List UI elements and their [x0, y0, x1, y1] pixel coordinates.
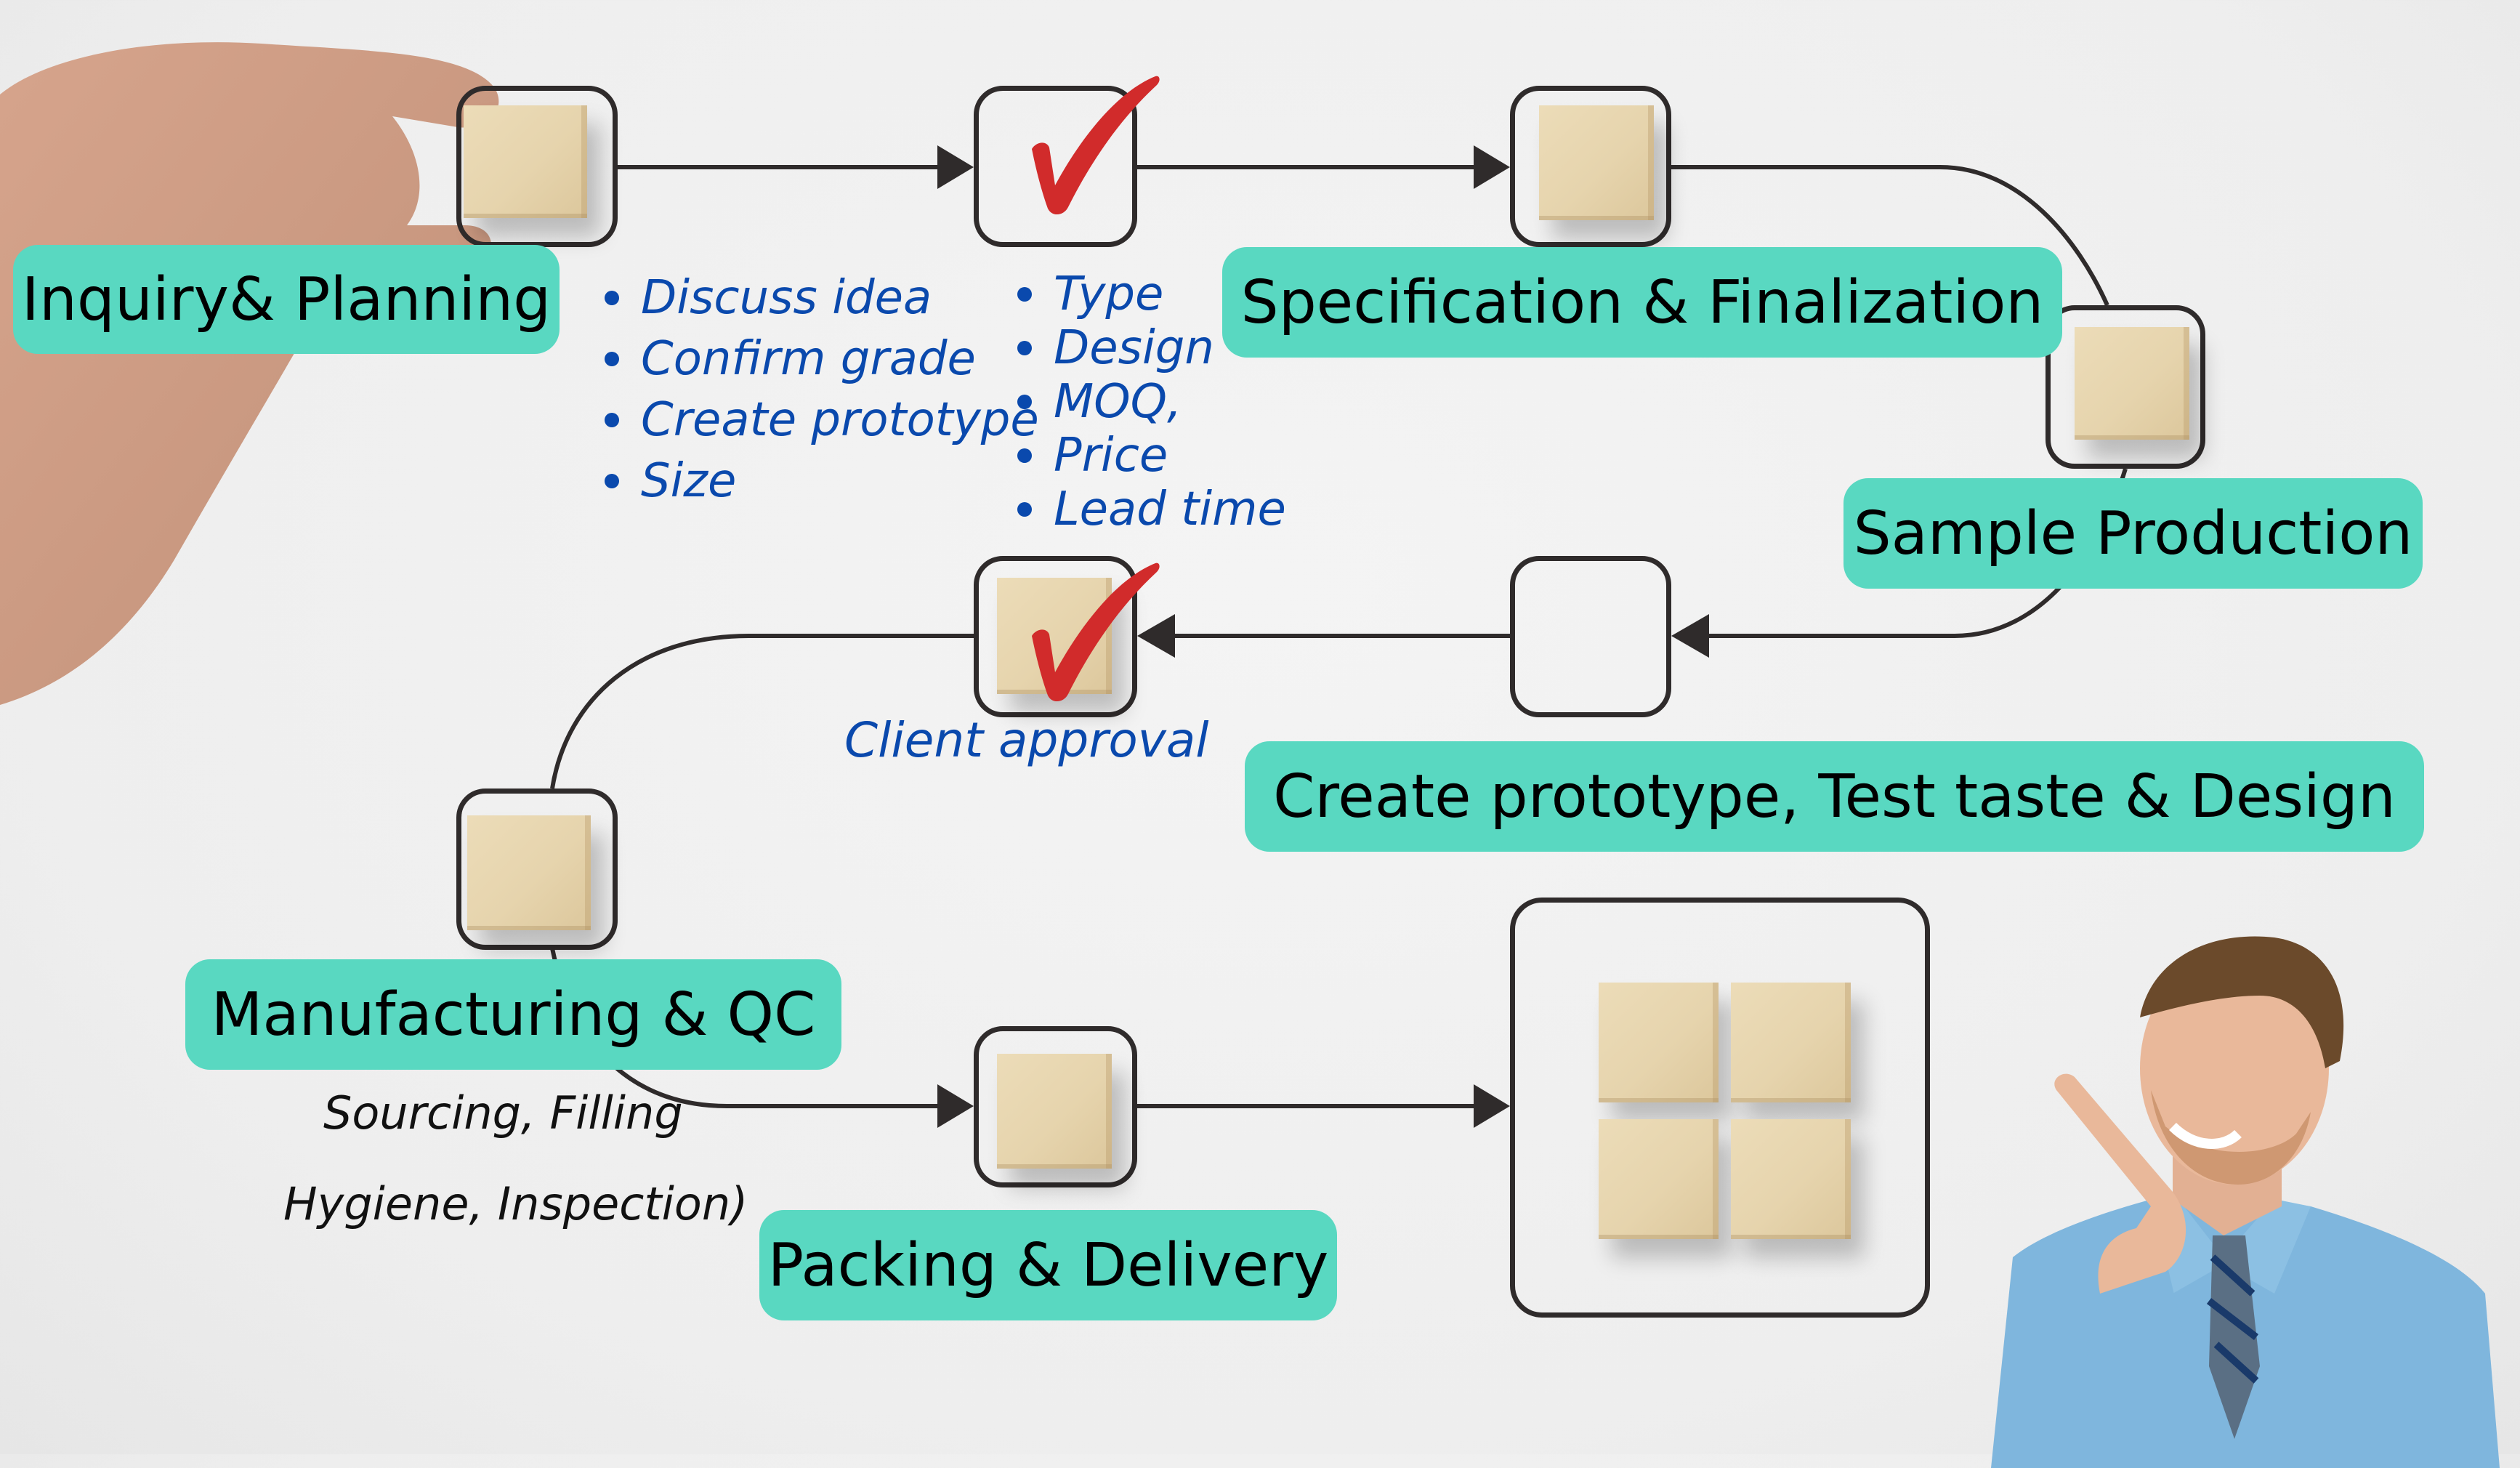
step-label-inquiry-text: Inquiry& Planning	[21, 265, 552, 334]
spec-note-item: MOQ,	[1017, 375, 1286, 429]
arrow-head-1-2	[937, 145, 974, 189]
bullet-icon	[605, 352, 619, 366]
arrow-head-4-5	[1671, 614, 1709, 658]
step-node-prototype	[1510, 556, 1671, 717]
step-label-sample-text: Sample Production	[1853, 499, 2413, 568]
step-label-sample: Sample Production	[1843, 478, 2423, 589]
man-pointing-icon	[1991, 936, 2500, 1468]
step-node-sample	[2046, 305, 2205, 469]
step-label-packing: Packing & Delivery	[759, 1210, 1337, 1320]
client-approval-note: Client approval	[844, 712, 1209, 768]
wood-block-manufacturing	[467, 815, 591, 930]
red-checkmark-icon	[1032, 562, 1160, 702]
spec-note-item: Type	[1017, 267, 1286, 321]
wood-block-packing	[997, 1054, 1112, 1169]
wood-block-specification	[1539, 105, 1654, 220]
bullet-icon	[1017, 448, 1032, 463]
step-node-manufacturing	[456, 789, 618, 950]
spec-note-item: Design	[1017, 321, 1286, 375]
spec-note-item: Price	[1017, 429, 1286, 483]
step-node-client-approval	[974, 556, 1137, 717]
wood-block-inquiry	[464, 105, 587, 218]
spec-notes-list: Type Design MOQ, Price Lead time	[1017, 267, 1286, 536]
inquiry-note-item: Confirm grade	[605, 328, 1039, 390]
step-node-check	[974, 86, 1137, 247]
step-node-packing	[974, 1026, 1137, 1187]
connector-6-7	[550, 634, 974, 789]
hand-holding-block-icon	[0, 42, 499, 705]
manufacturing-note-line-1: Sourcing, Filling	[323, 1086, 683, 1140]
step-label-specification-text: Specification & Finalization	[1240, 267, 2044, 337]
inquiry-notes-list: Discuss idea Confirm grade Create protot…	[605, 267, 1039, 512]
arrow-head-7-8	[937, 1084, 974, 1128]
spec-note-item: Lead time	[1017, 483, 1286, 536]
bullet-icon	[605, 413, 619, 427]
bullet-icon	[605, 291, 619, 305]
step-label-prototype-text: Create prototype, Test taste & Design	[1273, 762, 2396, 831]
step-label-manufacturing: Manufacturing & QC	[185, 959, 841, 1070]
wood-block-final-3	[1599, 1119, 1719, 1239]
wood-block-final-1	[1599, 983, 1719, 1102]
inquiry-note-item: Create prototype	[605, 390, 1039, 451]
bullet-icon	[1017, 502, 1032, 517]
red-checkmark-icon	[1032, 76, 1160, 215]
arrow-head-2-3	[1474, 145, 1510, 189]
connector-3-4	[1671, 165, 2109, 307]
bullet-icon	[1017, 341, 1032, 355]
wood-block-sample	[2075, 327, 2189, 440]
step-label-inquiry: Inquiry& Planning	[13, 245, 560, 354]
step-node-final	[1510, 898, 1930, 1318]
step-label-manufacturing-text: Manufacturing & QC	[211, 980, 816, 1049]
wood-block-final-2	[1731, 983, 1851, 1102]
bullet-icon	[1017, 395, 1032, 409]
arrow-head-5-6	[1137, 614, 1175, 658]
wood-block-final-4	[1731, 1119, 1851, 1239]
bullet-icon	[1017, 287, 1032, 302]
arrow-head-8-final	[1474, 1084, 1510, 1128]
step-label-packing-text: Packing & Delivery	[767, 1230, 1329, 1300]
step-label-specification: Specification & Finalization	[1222, 247, 2062, 358]
step-node-specification	[1510, 86, 1671, 247]
bullet-icon	[605, 474, 619, 488]
inquiry-note-item: Size	[605, 451, 1039, 512]
step-node-inquiry	[456, 86, 618, 247]
manufacturing-note-line-2: Hygiene, Inspection)	[283, 1177, 748, 1230]
step-label-prototype: Create prototype, Test taste & Design	[1245, 741, 2424, 852]
inquiry-note-item: Discuss idea	[605, 267, 1039, 328]
